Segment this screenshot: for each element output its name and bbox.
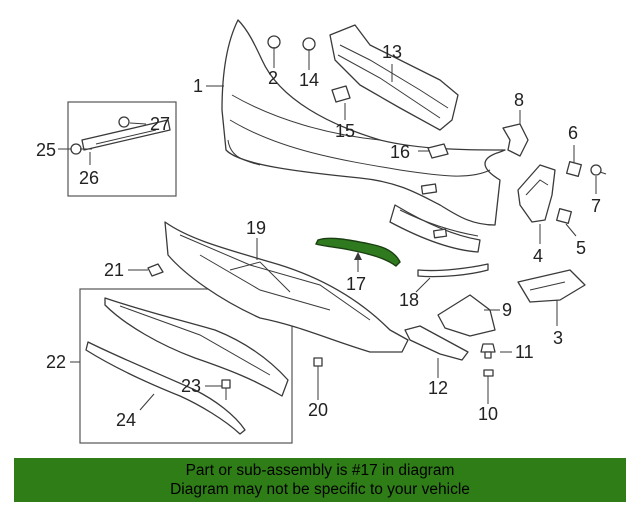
part-9-deflector[interactable] <box>437 294 496 337</box>
callout-14: 14 <box>299 70 319 90</box>
callout-18: 18 <box>399 290 419 310</box>
callout-12: 12 <box>428 378 448 398</box>
part-7-screw[interactable] <box>590 164 607 176</box>
callout-6: 6 <box>568 123 578 143</box>
part-12-trim-strip[interactable] <box>404 325 469 361</box>
banner-line-2: Diagram may not be specific to your vehi… <box>170 481 470 498</box>
callout-9: 9 <box>502 300 512 320</box>
part-6-nut[interactable] <box>566 161 582 177</box>
part-8-bracket[interactable] <box>502 123 529 157</box>
callout-3: 3 <box>553 328 563 348</box>
callout-23: 23 <box>181 376 201 396</box>
part-15-clip[interactable] <box>331 85 351 103</box>
callout-11: 11 <box>515 342 534 362</box>
part-4-side-bracket[interactable] <box>517 164 556 223</box>
part-24-lip-strip[interactable] <box>85 341 246 435</box>
callout-15: 15 <box>335 121 355 141</box>
callout-2: 2 <box>268 68 278 88</box>
part-3-lower-trim[interactable] <box>517 269 586 303</box>
part-17-highlighted-strip[interactable] <box>315 237 401 267</box>
callout-10: 10 <box>478 404 498 424</box>
callout-13: 13 <box>382 42 402 62</box>
callout-24: 24 <box>116 410 136 430</box>
callout-20: 20 <box>308 400 328 420</box>
part-1-bumper-cover[interactable] <box>221 19 506 253</box>
callout-1: 1 <box>193 76 203 96</box>
callout-17-arrow <box>354 252 362 272</box>
part-13-bracket[interactable] <box>329 24 459 131</box>
callout-7: 7 <box>591 196 601 216</box>
part-10-bolt[interactable] <box>483 369 494 390</box>
callout-19: 19 <box>246 218 266 238</box>
callout-26: 26 <box>79 168 99 188</box>
part-20-bolt[interactable] <box>313 357 323 384</box>
part-23-pin[interactable] <box>221 379 231 400</box>
callout-25: 25 <box>36 140 56 160</box>
part-27-nut[interactable] <box>118 116 130 128</box>
parts-diagram: 1 2 3 4 5 6 7 8 9 10 11 12 13 14 15 16 1… <box>36 19 607 444</box>
callout-27: 27 <box>150 114 170 134</box>
callout-labels: 1 2 3 4 5 6 7 8 9 10 11 12 13 14 15 16 1… <box>36 42 601 430</box>
callout-5: 5 <box>576 238 586 258</box>
callout-4: 4 <box>533 246 543 266</box>
callout-22: 22 <box>46 352 66 372</box>
part-11-push-clip[interactable] <box>480 343 496 359</box>
part-21-clip[interactable] <box>147 263 164 277</box>
banner-line-1: Part or sub-assembly is #17 in diagram <box>185 462 455 479</box>
part-5-clip[interactable] <box>556 208 572 224</box>
callout-17: 17 <box>346 274 366 294</box>
part-19-undertray[interactable] <box>164 221 409 353</box>
callout-16: 16 <box>390 142 410 162</box>
part-18-molding[interactable] <box>417 263 489 278</box>
callout-21: 21 <box>104 260 124 280</box>
lower-shield-group-box <box>79 288 293 444</box>
info-banner: Part or sub-assembly is #17 in diagram D… <box>14 458 626 502</box>
part-16-cap[interactable] <box>427 143 449 159</box>
callout-8: 8 <box>514 90 524 110</box>
part-26-license-bracket[interactable] <box>81 119 171 151</box>
part-22-lower-shield[interactable] <box>104 297 289 397</box>
